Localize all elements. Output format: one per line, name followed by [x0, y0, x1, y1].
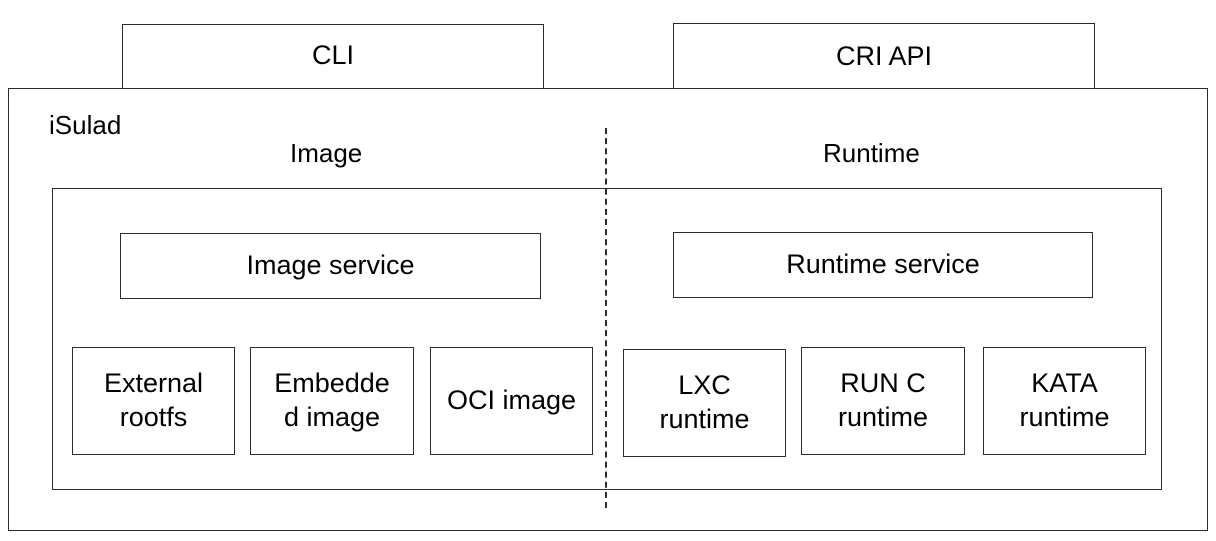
oci-image-box: OCI image	[430, 347, 593, 455]
runtime-service-box: Runtime service	[673, 232, 1093, 298]
image-service-label: Image service	[246, 250, 415, 281]
image-heading: Image	[290, 138, 363, 168]
embedded-image-label: Embedde d image	[274, 368, 390, 432]
oci-image-label: OCI image	[446, 385, 577, 416]
section-divider	[605, 128, 607, 508]
kata-runtime-label: KATA runtime	[1019, 368, 1110, 432]
embedded-image-box: Embedde d image	[250, 347, 414, 455]
isulad-label: iSulad	[49, 110, 122, 140]
runc-runtime-label: RUN C runtime	[837, 368, 929, 432]
runtime-heading: Runtime	[823, 138, 920, 168]
kata-runtime-box: KATA runtime	[983, 347, 1146, 455]
cli-label: CLI	[311, 40, 355, 70]
external-rootfs-label: External rootfs	[103, 368, 204, 432]
image-service-box: Image service	[120, 233, 541, 299]
external-rootfs-box: External rootfs	[72, 347, 235, 455]
runtime-service-label: Runtime service	[786, 249, 980, 280]
lxc-runtime-box: LXC runtime	[623, 349, 786, 457]
runc-runtime-box: RUN C runtime	[801, 347, 965, 455]
lxc-runtime-label: LXC runtime	[659, 370, 750, 434]
cli-box: CLI	[122, 24, 544, 90]
cri-api-label: CRI API	[835, 41, 933, 71]
cri-api-box: CRI API	[673, 23, 1095, 90]
